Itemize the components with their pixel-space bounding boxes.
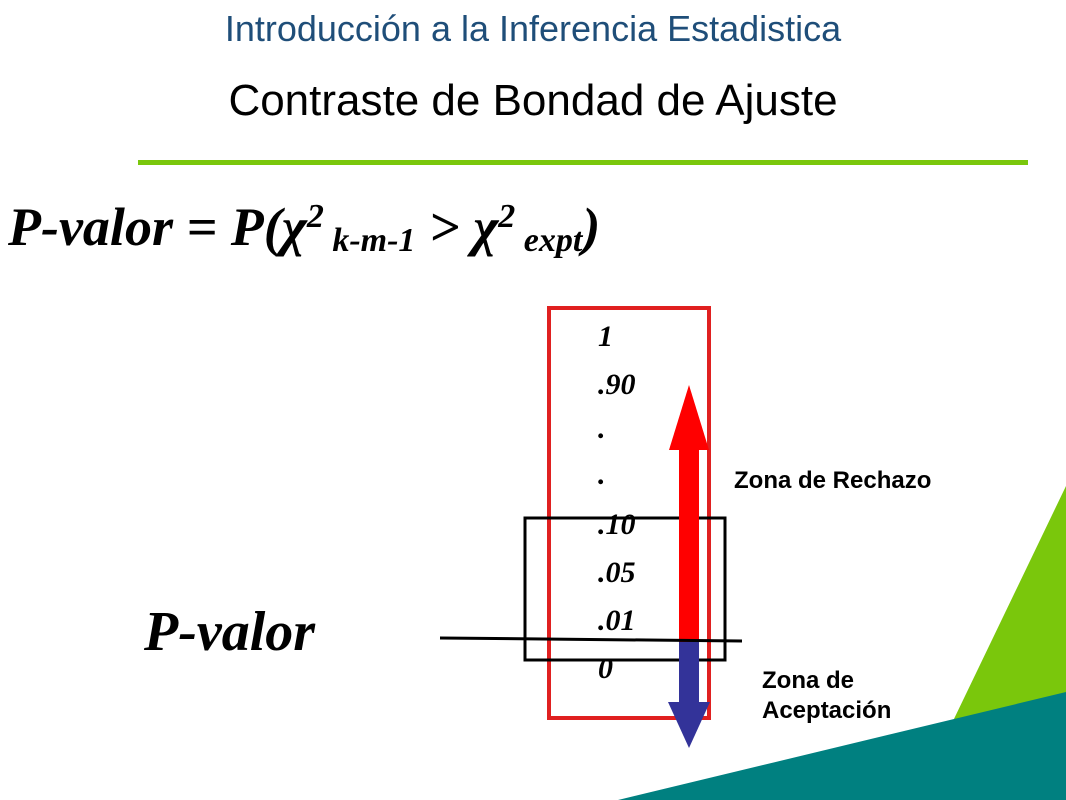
scale-label: .90 — [598, 368, 636, 401]
formula-chi-symbol: χ — [473, 197, 499, 257]
scale-label: .05 — [598, 556, 636, 589]
scale-label: .01 — [598, 604, 636, 637]
pvalue-label: P-valor — [144, 601, 316, 663]
formula-lhs: P-valor = P( — [8, 197, 282, 257]
accept-arrow-shaft — [679, 642, 699, 702]
significance-box — [523, 516, 727, 662]
reject-arrow-shaft — [679, 450, 699, 642]
accept-zone-label-line: Aceptación — [762, 697, 892, 724]
corner-teal-shape — [618, 692, 1066, 800]
scale-label: 0 — [598, 652, 613, 685]
scale-label: . — [598, 412, 606, 445]
formula-greater-than: > — [415, 197, 474, 257]
formula-chi-symbol: χ — [281, 197, 307, 257]
title-divider — [138, 160, 1028, 165]
formula-close-paren: ) — [582, 197, 601, 257]
reject-zone-label: Zona de Rechazo — [734, 467, 932, 494]
formula-subscript: expt — [515, 222, 583, 259]
reject-arrow-head — [669, 385, 709, 450]
accept-zone-label: Zona de Aceptación — [762, 666, 891, 726]
slide-title: Introducción a la Inferencia Estadistica — [224, 8, 842, 49]
scale-label: .10 — [598, 508, 636, 541]
slide-subtitle: Contraste de Bondad de Ajuste — [228, 76, 838, 125]
scale-label: 1 — [598, 320, 613, 353]
formula-subscript: k-m-1 — [323, 222, 416, 259]
accept-zone-label-line: Zona de — [762, 667, 855, 694]
formula-superscript: 2 — [498, 198, 516, 235]
scale-box — [547, 306, 711, 720]
pvalue-formula: P-valor = P(χ2 k-m-1 > χ2 expt) — [8, 196, 600, 260]
scale-label: . — [598, 458, 606, 491]
accept-arrow-head — [668, 702, 710, 748]
formula-superscript: 2 — [306, 198, 324, 235]
pvalue-level-line — [439, 636, 743, 643]
